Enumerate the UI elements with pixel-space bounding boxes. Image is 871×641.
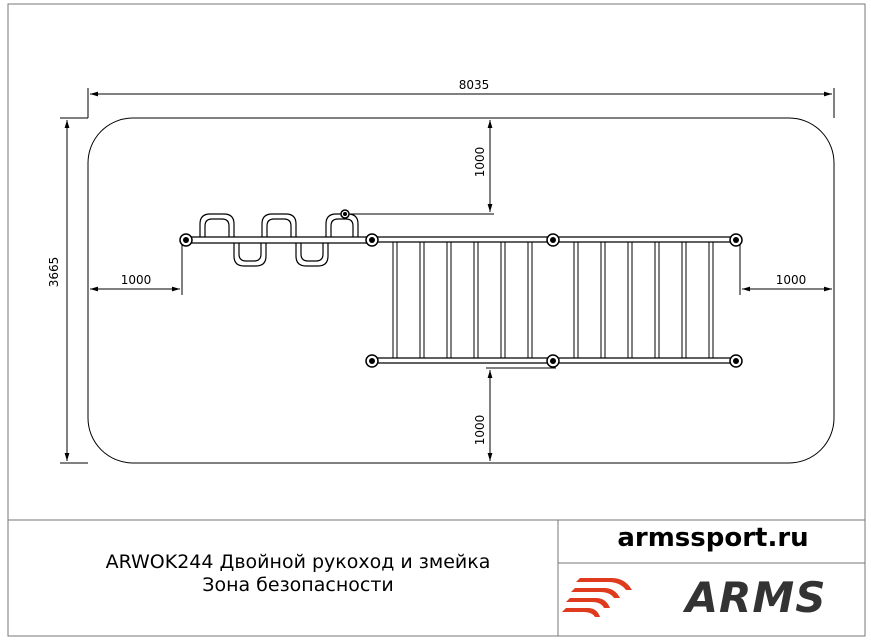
dimension-overall-depth-label: 3665 bbox=[47, 257, 61, 288]
post-circle-icon bbox=[365, 354, 379, 368]
dimension-clearance-left-label: 1000 bbox=[121, 273, 152, 287]
post-circle-icon bbox=[546, 354, 560, 368]
dimension-clearance-bottom-label: 1000 bbox=[473, 415, 487, 446]
snake-element bbox=[186, 213, 372, 267]
brand-logo: ARMS bbox=[562, 573, 827, 622]
dimension-clearance-top: 1000 bbox=[340, 120, 494, 215]
dimension-overall-width: 8035 bbox=[87, 78, 835, 118]
site-url-link[interactable]: armssport.ru bbox=[617, 523, 809, 553]
post-circle-icon bbox=[729, 354, 743, 368]
dimension-clearance-bottom: 1000 bbox=[473, 367, 556, 461]
post-circle-icon bbox=[729, 233, 743, 247]
monkey-bars-frame bbox=[372, 236, 736, 364]
dimension-overall-depth: 3665 bbox=[47, 117, 88, 464]
title-subtitle: Зона безопасности bbox=[202, 574, 394, 596]
dimension-clearance-right: 1000 bbox=[739, 240, 832, 295]
title-product-name: ARWOK244 Двойной рукоход и змейка bbox=[105, 551, 491, 573]
stripes-swoosh-icon bbox=[562, 578, 632, 617]
post-circle-icon bbox=[546, 233, 560, 247]
dimension-clearance-left: 1000 bbox=[90, 240, 183, 295]
post-circle-icon bbox=[340, 209, 350, 219]
dimension-clearance-top-label: 1000 bbox=[473, 147, 487, 178]
sheet-border bbox=[7, 3, 866, 637]
safety-zone-outline bbox=[87, 117, 835, 464]
post-circle-icon bbox=[179, 233, 193, 247]
monkey-bars-rungs bbox=[392, 242, 714, 358]
dimension-overall-width-label: 8035 bbox=[459, 78, 490, 92]
dimension-clearance-right-label: 1000 bbox=[776, 273, 807, 287]
post-circle-icon bbox=[365, 233, 379, 247]
logo-wordmark: ARMS bbox=[683, 573, 827, 622]
posts bbox=[179, 209, 743, 368]
